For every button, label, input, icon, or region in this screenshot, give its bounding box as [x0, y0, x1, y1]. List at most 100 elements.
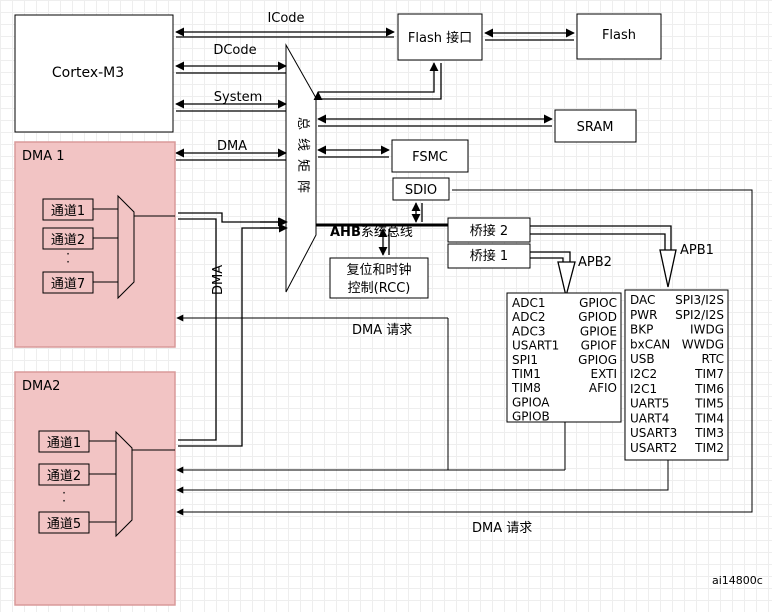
- peripheral-label: ADC1: [512, 296, 545, 310]
- peripheral-label: USART2: [630, 441, 677, 455]
- dma1-channel: 通道2: [51, 233, 85, 248]
- dma1-dots: ·: [66, 247, 70, 261]
- sdio-label: SDIO: [405, 183, 437, 198]
- dma1-title: DMA 1: [22, 149, 65, 164]
- bridge2-label: 桥接 2: [470, 223, 508, 239]
- peripheral-label: GPIOA: [512, 395, 550, 409]
- peripheral-label: TIM3: [694, 426, 724, 440]
- dma1-channel: 通道1: [51, 204, 85, 219]
- fsmc-label: FSMC: [412, 150, 448, 165]
- peripheral-label: TIM8: [511, 381, 541, 395]
- apb2-peripherals-box: ADC1ADC2ADC3USART1SPI1TIM1TIM8GPIOAGPIOB…: [506, 292, 622, 424]
- bus-matrix: 总线矩阵: [285, 43, 317, 293]
- dma-matrix-arrowheads: [260, 217, 288, 233]
- peripheral-label: I2C1: [630, 382, 657, 396]
- peripheral-label: GPIOG: [578, 353, 617, 367]
- peripheral-label: AFIO: [589, 381, 617, 395]
- peripheral-label: SPI2/I2S: [675, 308, 724, 322]
- icode-label: ICode: [267, 11, 304, 26]
- peripheral-label: TIM4: [694, 411, 724, 425]
- rcc-line1: 复位和时钟: [346, 262, 411, 278]
- peripheral-label: PWR: [630, 308, 657, 322]
- sram-label: SRAM: [577, 120, 614, 135]
- dma2-block: DMA2 通道1 通道2 · · 通道5: [14, 371, 176, 606]
- apb2-label: APB2: [578, 255, 612, 270]
- sdio-ahb-arrow: [411, 202, 423, 223]
- sram-block: SRAM: [554, 109, 637, 143]
- peripheral-label: UART4: [630, 411, 669, 425]
- bridge1-label: 桥接 1: [470, 248, 508, 264]
- flash-interface-label: Flash 接口: [408, 30, 472, 46]
- flash-interface-block: Flash 接口: [397, 13, 483, 61]
- peripheral-label: USART1: [512, 339, 559, 353]
- dma1-channel: 通道7: [51, 277, 85, 292]
- dma2-channel: 通道1: [47, 436, 81, 451]
- peripheral-label: TIM5: [694, 397, 724, 411]
- flash-block: Flash: [576, 13, 662, 60]
- bridge1-block: 桥接 1: [447, 243, 531, 269]
- sdio-block: SDIO: [392, 177, 450, 201]
- cpu-bus-arrows: [175, 27, 395, 161]
- apb1-peripherals-box: DACPWRBKPbxCANUSBI2C2I2C1UART5UART4USART…: [624, 289, 729, 461]
- peripheral-label: bxCAN: [630, 337, 670, 351]
- footnote: ai14800c: [712, 574, 763, 587]
- peripheral-label: WWDG: [682, 337, 724, 351]
- apb-bus-lines: [530, 225, 677, 297]
- peripheral-label: ADC2: [512, 310, 545, 324]
- dma2-title: DMA2: [22, 379, 60, 394]
- apb1-periph-left: DACPWRBKPbxCANUSBI2C2I2C1UART5UART4USART…: [630, 293, 677, 455]
- flash-label: Flash: [602, 28, 636, 43]
- peripheral-label: TIM7: [694, 367, 724, 381]
- dcode-label: DCode: [213, 43, 256, 58]
- bridge2-block: 桥接 2: [447, 217, 531, 243]
- peripheral-label: TIM6: [694, 382, 724, 396]
- matrix-fsmc-arrow: [317, 145, 390, 158]
- dma2-dots: ·: [62, 486, 66, 500]
- peripheral-label: USB: [630, 352, 655, 366]
- peripheral-label: GPIOE: [580, 324, 617, 338]
- dma2-channel: 通道5: [47, 517, 81, 532]
- peripheral-label: TIM2: [694, 441, 724, 455]
- matrix-flash-arrow: [313, 62, 442, 101]
- rcc-block: 复位和时钟 控制(RCC): [329, 257, 429, 299]
- peripheral-label: RTC: [702, 352, 724, 366]
- peripheral-label: BKP: [630, 323, 653, 337]
- peripheral-label: IWDG: [690, 323, 724, 337]
- dma-request-label-2: DMA 请求: [472, 521, 532, 536]
- dma-bus-label: DMA: [217, 139, 247, 154]
- dma2-dots: ·: [62, 494, 66, 508]
- peripheral-label: GPIOB: [512, 410, 550, 424]
- peripheral-label: ADC3: [512, 324, 545, 338]
- peripheral-label: TIM1: [511, 367, 541, 381]
- peripheral-label: GPIOC: [579, 296, 617, 310]
- flash-link-arrow: [484, 28, 575, 41]
- apb1-periph-right: SPI3/I2SSPI2/I2SIWDGWWDGRTCTIM7TIM6TIM5T…: [675, 293, 724, 455]
- peripheral-label: USART3: [630, 426, 677, 440]
- ahb-rcc-arrow: [378, 228, 390, 256]
- dma-request-label-1: DMA 请求: [352, 323, 412, 338]
- dma1-dots: ·: [66, 255, 70, 269]
- dma-vertical-label: DMA: [211, 265, 226, 295]
- peripheral-label: EXTI: [591, 367, 617, 381]
- peripheral-label: GPIOF: [581, 339, 618, 353]
- dma1-block: DMA 1 通道1 通道2 · · 通道7: [14, 141, 176, 348]
- system-label: System: [214, 90, 262, 105]
- peripheral-label: GPIOD: [578, 310, 617, 324]
- matrix-sram-arrow: [317, 114, 553, 127]
- peripheral-label: SPI1: [512, 353, 538, 367]
- peripheral-label: SPI3/I2S: [675, 293, 724, 307]
- peripheral-label: UART5: [630, 397, 669, 411]
- rcc-line2: 控制(RCC): [348, 281, 411, 296]
- dma-request-lines: [176, 189, 753, 516]
- apb1-label: APB1: [680, 243, 714, 258]
- ahb-label: AHB系统总线: [330, 225, 413, 240]
- ahb-system-bus: AHB系统总线: [316, 223, 448, 240]
- bus-matrix-label: 总线矩阵: [295, 117, 310, 201]
- cortex-m3-label: Cortex-M3: [52, 65, 124, 81]
- fsmc-block: FSMC: [391, 139, 469, 173]
- dma-vertical-bus: [178, 212, 286, 447]
